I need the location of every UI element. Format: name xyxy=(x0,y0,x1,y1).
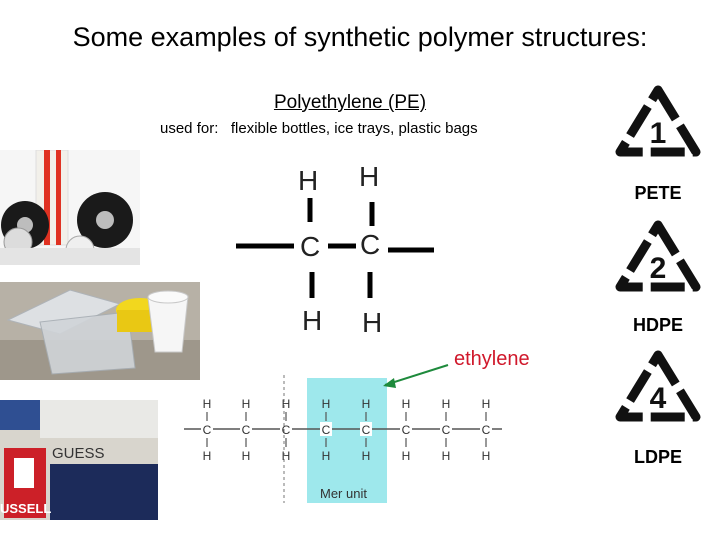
chain-atom-c: C xyxy=(482,423,491,437)
chain-atom-h: H xyxy=(242,449,251,463)
chain-atom-h: H xyxy=(322,449,331,463)
atom-h-bottom-right: H xyxy=(362,307,382,338)
pointer-arrow xyxy=(384,364,449,386)
atom-background xyxy=(320,422,332,436)
photo-plastic-containers xyxy=(0,282,200,380)
chain-atom-c: C xyxy=(442,423,451,437)
recycling-code-4: 4 LDPE xyxy=(608,345,708,470)
ethylene-structure: H H C C H H xyxy=(236,161,434,338)
recycle-number: 1 xyxy=(650,117,667,150)
atom-background xyxy=(360,422,372,436)
arrow-head xyxy=(383,378,396,388)
chain-atom-h: H xyxy=(282,449,291,463)
atom-background xyxy=(400,422,412,436)
atom-background xyxy=(440,422,452,436)
chain-atom-c: C xyxy=(322,423,331,437)
atom-h-top-right: H xyxy=(359,161,379,192)
chain-atom-h: H xyxy=(242,397,251,411)
bag-brand-text-2: USSELL xyxy=(0,501,51,516)
polymer-name: Polyethylene (PE) xyxy=(273,92,427,113)
photo-plastic-gears xyxy=(0,150,140,265)
chain-atom-h: H xyxy=(482,397,491,411)
used-for-text: used for: flexible bottles, ice trays, p… xyxy=(160,120,478,137)
atom-h-bottom-left: H xyxy=(302,305,322,336)
atom-background xyxy=(240,422,252,436)
recycle-label: LDPE xyxy=(633,447,682,467)
chain-atom-h: H xyxy=(322,397,331,411)
recycling-code-1: 1 PETE xyxy=(608,80,708,205)
atom-background xyxy=(201,422,213,436)
chain-atom-h: H xyxy=(203,397,212,411)
ethylene-label: ethylene xyxy=(454,348,530,370)
chain-atom-c: C xyxy=(242,423,251,437)
atom-c-left: C xyxy=(300,231,320,262)
recycle-number: 4 xyxy=(650,382,667,415)
chain-atom-c: C xyxy=(203,423,212,437)
atom-background xyxy=(480,422,492,436)
slide-title: Some examples of synthetic polymer struc… xyxy=(72,22,648,52)
atom-h-top-left: H xyxy=(298,165,318,196)
chain-atom-h: H xyxy=(402,397,411,411)
recycle-label: PETE xyxy=(634,183,682,203)
recycling-code-2: 2 HDPE xyxy=(608,215,708,340)
chain-atom-h: H xyxy=(362,397,371,411)
photo-plastic-bags: GUESS USSELL xyxy=(0,400,158,520)
mer-unit-highlight xyxy=(307,378,387,503)
chain-atom-h: H xyxy=(282,397,291,411)
chain-atom-h: H xyxy=(442,397,451,411)
chain-atom-c: C xyxy=(362,423,371,437)
chain-atom-h: H xyxy=(362,449,371,463)
recycle-number: 2 xyxy=(650,252,667,285)
chain-atom-h: H xyxy=(203,449,212,463)
chain-atom-c: C xyxy=(402,423,411,437)
chain-atom-h: H xyxy=(442,449,451,463)
chain-atom-h: H xyxy=(402,449,411,463)
atom-c-right: C xyxy=(360,229,380,260)
atom-background xyxy=(280,422,292,436)
chain-atom-c: C xyxy=(282,423,291,437)
recycle-label: HDPE xyxy=(632,315,683,335)
mer-unit-label: Mer unit xyxy=(320,486,367,501)
chain-atom-h: H xyxy=(482,449,491,463)
bag-brand-text: GUESS xyxy=(52,445,105,462)
